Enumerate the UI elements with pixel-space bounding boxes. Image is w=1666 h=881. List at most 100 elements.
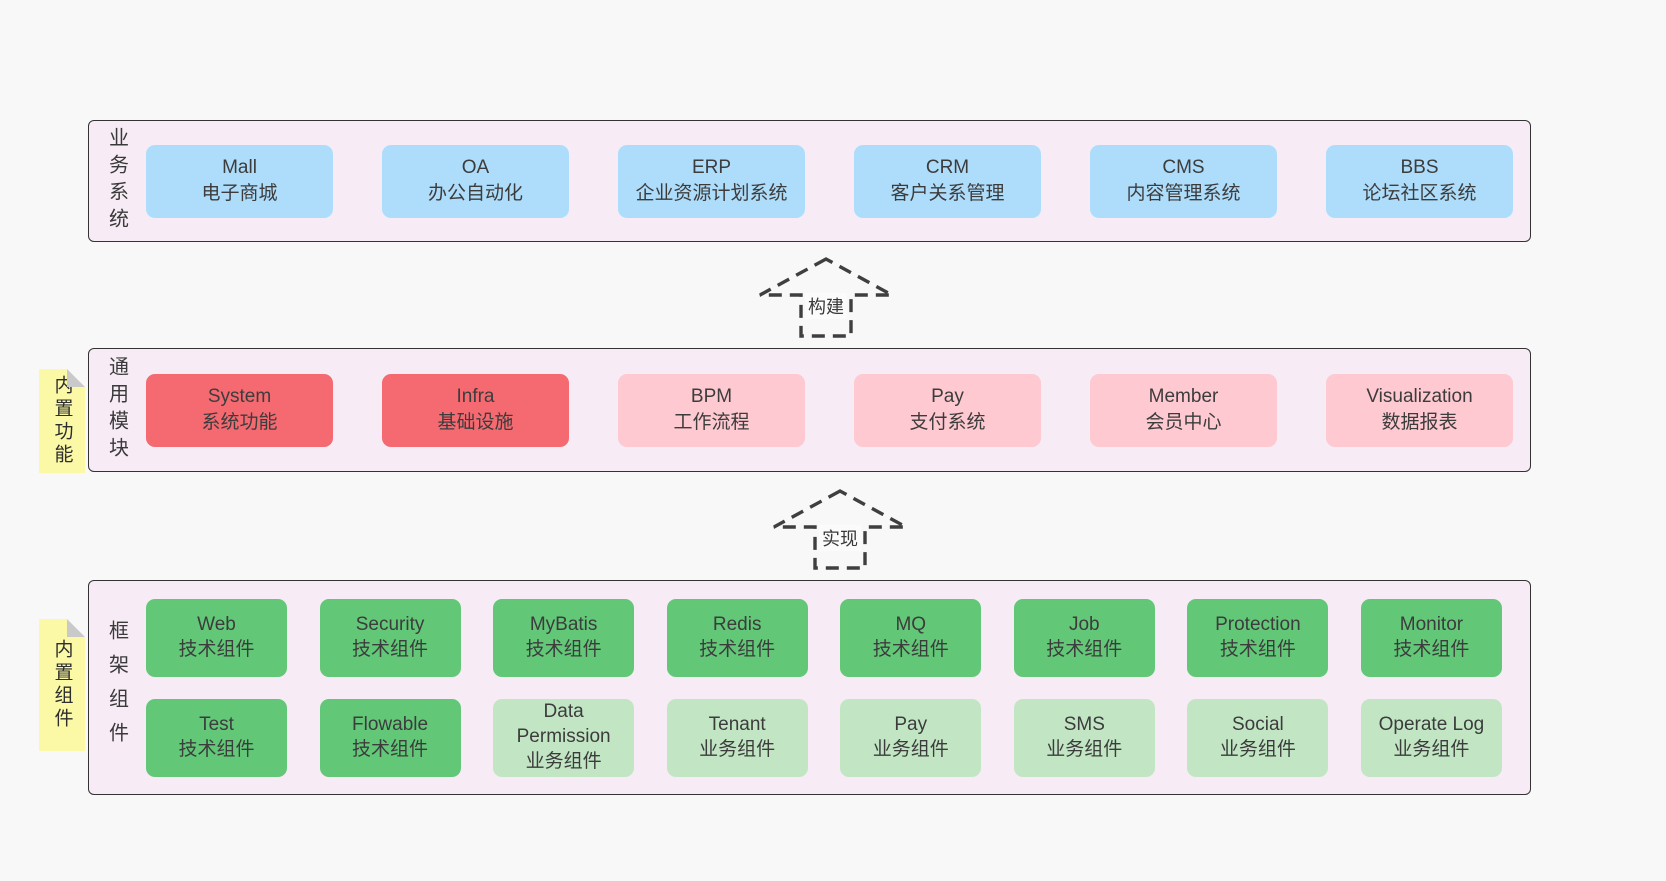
box-title: BBS [1400, 156, 1439, 178]
components-row-1: Web 技术组件 Security 技术组件 MyBatis 技术组件 Redi… [146, 598, 1502, 677]
box-title: SMS [1063, 713, 1105, 735]
dashed-up-arrow-icon [773, 489, 907, 570]
box-title: CRM [925, 156, 970, 178]
box-title: Social [1232, 713, 1284, 735]
box-subtitle: 技术组件 [178, 738, 255, 760]
box-tenant: Tenant 业务组件 [666, 698, 808, 777]
box-mybatis: MyBatis 技术组件 [493, 598, 635, 677]
box-title: Security [355, 613, 425, 635]
box-subtitle: 技术组件 [352, 638, 429, 660]
band-framework-components: 内置组件 框架组件 Web 技术组件 Security 技术组件 MyBatis… [39, 580, 1531, 795]
box-subtitle: 办公自动化 [427, 183, 523, 204]
arrow-build-label: 构建 [805, 293, 847, 319]
box-subtitle: 业务组件 [525, 750, 602, 772]
box-subtitle: 技术组件 [525, 638, 602, 660]
box-mall: Mall 电子商城 [146, 144, 333, 218]
box-flowable: Flowable 技术组件 [319, 698, 461, 777]
box-title: BPM [690, 385, 733, 407]
band-common-modules: 内置功能 通用模块 System 系统功能 Infra 基础设施 BPM 工作流… [39, 348, 1531, 473]
box-subtitle: 业务组件 [699, 738, 776, 760]
box-title: System [207, 385, 272, 407]
box-title: MyBatis [529, 613, 598, 635]
box-subtitle: 技术组件 [352, 738, 429, 760]
sticky-note-text: 内置组件 [51, 639, 73, 731]
box-redis: Redis 技术组件 [666, 598, 808, 677]
box-title: Pay [931, 385, 964, 407]
box-subtitle: 技术组件 [1393, 638, 1470, 660]
box-subtitle: 技术组件 [1219, 638, 1296, 660]
box-subtitle: 技术组件 [699, 638, 776, 660]
box-title: ERP [691, 156, 732, 178]
box-title: Pay [894, 713, 928, 735]
box-bbs: BBS 论坛社区系统 [1326, 144, 1513, 218]
arrow-build: 构建 [757, 257, 895, 339]
box-subtitle: 技术组件 [872, 638, 949, 660]
box-title: Member [1148, 385, 1219, 407]
box-subtitle: 会员中心 [1145, 412, 1222, 433]
box-subtitle: 论坛社区系统 [1362, 183, 1477, 204]
box-sms: SMS 业务组件 [1013, 698, 1155, 777]
band-modules-content: System 系统功能 Infra 基础设施 BPM 工作流程 Pay 支付系统… [146, 349, 1513, 471]
box-subtitle: 业务组件 [1393, 738, 1470, 760]
box-subtitle: 业务组件 [1219, 738, 1296, 760]
box-subtitle: 技术组件 [178, 638, 255, 660]
box-subtitle: 内容管理系统 [1126, 183, 1241, 204]
box-erp: ERP 企业资源计划系统 [618, 144, 805, 218]
box-title: Test [199, 713, 234, 735]
box-title: Data Permission [516, 701, 611, 748]
box-pay-component: Pay 业务组件 [840, 698, 982, 777]
box-visualization: Visualization 数据报表 [1326, 373, 1513, 447]
box-subtitle: 业务组件 [1046, 738, 1123, 760]
box-oa: OA 办公自动化 [382, 144, 569, 218]
box-title: Infra [456, 385, 495, 407]
box-bpm: BPM 工作流程 [618, 373, 805, 447]
box-title: Job [1068, 613, 1100, 635]
box-subtitle: 客户关系管理 [890, 183, 1005, 204]
box-mq: MQ 技术组件 [840, 598, 982, 677]
box-cms: CMS 内容管理系统 [1090, 144, 1277, 218]
box-pay-module: Pay 支付系统 [854, 373, 1041, 447]
box-data-permission: Data Permission 业务组件 [493, 698, 635, 777]
box-title: CMS [1162, 156, 1205, 178]
band-business-label: 业务系统 [105, 127, 128, 235]
box-system: System 系统功能 [146, 373, 333, 447]
box-web: Web 技术组件 [146, 598, 287, 677]
box-title: Flowable [352, 713, 429, 735]
box-subtitle: 技术组件 [1046, 638, 1123, 660]
box-subtitle: 基础设施 [437, 412, 514, 433]
band-business-systems: 业务系统 Mall 电子商城 OA 办公自动化 ERP 企业资源计划系统 CRM… [88, 120, 1531, 242]
box-title: MQ [895, 613, 927, 635]
arrow-implement-label: 实现 [819, 525, 861, 551]
components-row-2: Test 技术组件 Flowable 技术组件 Data Permission … [146, 698, 1502, 777]
sticky-note-built-in-components: 内置组件 [39, 619, 85, 751]
box-infra: Infra 基础设施 [382, 373, 569, 447]
box-monitor: Monitor 技术组件 [1360, 598, 1502, 677]
box-title: Mall [222, 156, 257, 178]
box-job: Job 技术组件 [1013, 598, 1155, 677]
box-subtitle: 工作流程 [673, 412, 750, 433]
dashed-up-arrow-icon [759, 257, 893, 338]
box-title: Redis [712, 613, 762, 635]
box-title: Operate Log [1378, 713, 1485, 735]
box-crm: CRM 客户关系管理 [854, 144, 1041, 218]
box-title: Tenant [708, 713, 766, 735]
box-security: Security 技术组件 [319, 598, 461, 677]
box-title: Visualization [1366, 385, 1473, 407]
box-title: Monitor [1399, 613, 1464, 635]
box-protection: Protection 技术组件 [1187, 598, 1329, 677]
band-business-content: Mall 电子商城 OA 办公自动化 ERP 企业资源计划系统 CRM 客户关系… [146, 121, 1513, 241]
box-subtitle: 企业资源计划系统 [635, 183, 788, 204]
sticky-note-built-in-features: 内置功能 [39, 369, 85, 473]
box-subtitle: 业务组件 [872, 738, 949, 760]
box-test: Test 技术组件 [146, 698, 287, 777]
box-title: Web [197, 613, 236, 635]
box-operate-log: Operate Log 业务组件 [1360, 698, 1502, 777]
sticky-note-text: 内置功能 [51, 375, 73, 467]
band-components-label: 框架组件 [105, 619, 128, 756]
arrow-implement: 实现 [771, 489, 909, 571]
box-subtitle: 电子商城 [201, 183, 278, 204]
box-subtitle: 系统功能 [201, 412, 278, 433]
band-modules-label: 通用模块 [105, 356, 128, 464]
box-subtitle: 支付系统 [909, 412, 986, 433]
